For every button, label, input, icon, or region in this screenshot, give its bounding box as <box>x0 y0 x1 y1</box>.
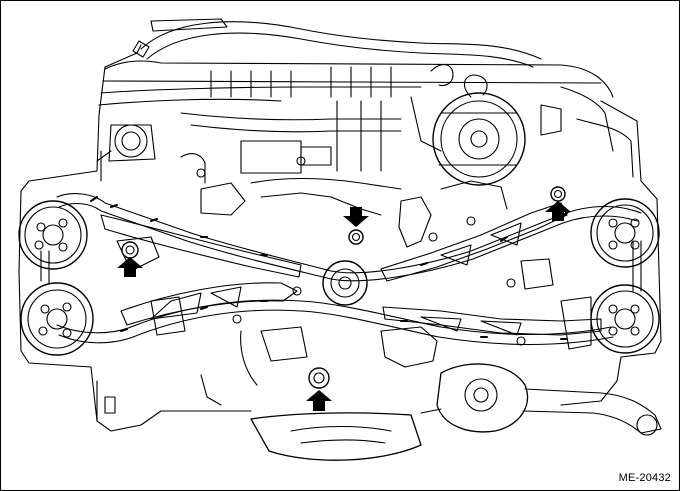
camshaft-sprocket-left-lower <box>20 282 94 356</box>
pulley-upper-right <box>432 74 526 186</box>
camshaft-sprocket-right-lower <box>590 284 660 354</box>
engine-outline <box>18 44 662 432</box>
callout-arrows <box>117 201 571 411</box>
figure-code-label: ME-20432 <box>618 472 671 484</box>
camshaft-sprocket-left-upper <box>18 200 88 270</box>
arrow-up-icon <box>306 390 332 411</box>
chain-guides <box>100 202 602 336</box>
camshaft-sprocket-right-upper <box>590 198 660 268</box>
plug-markers <box>121 186 566 389</box>
arrow-up-icon <box>545 201 571 221</box>
water-pump <box>436 363 662 436</box>
oil-pan <box>250 412 422 461</box>
crankshaft-sprocket <box>322 260 368 306</box>
pulley-upper-left <box>108 124 156 162</box>
engine-block-center <box>96 100 592 386</box>
intake-manifold <box>98 18 634 178</box>
arrow-up-icon <box>117 257 143 277</box>
arrow-down-icon <box>343 207 369 227</box>
